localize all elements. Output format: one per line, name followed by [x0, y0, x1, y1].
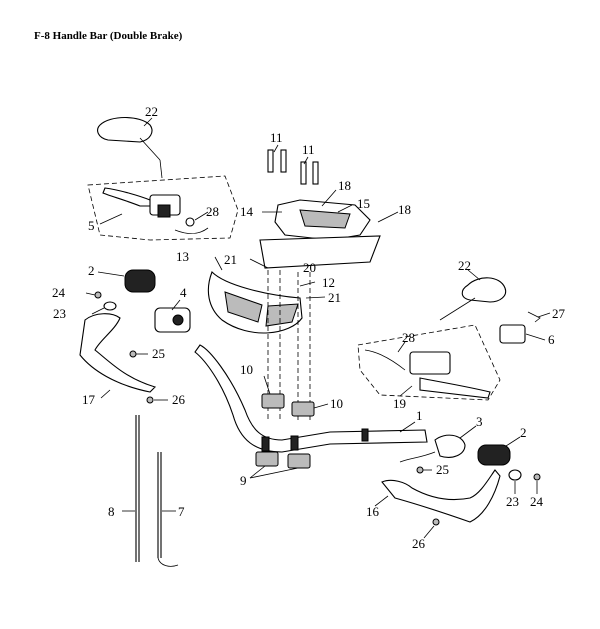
- callout-8: 8: [108, 504, 115, 519]
- callout-11-right: 11: [302, 142, 315, 157]
- callout-1: 1: [416, 408, 423, 423]
- callout-2-left: 2: [88, 263, 95, 278]
- right-switch-housing: [399, 434, 466, 474]
- callout-6: 6: [548, 332, 555, 347]
- callout-18-right: 18: [398, 202, 411, 217]
- callout-20: 20: [303, 260, 316, 275]
- left-mirror: [97, 116, 163, 179]
- callout-26-left: 26: [172, 392, 186, 407]
- leader-lines: [85, 117, 551, 539]
- callout-26-right: 26: [412, 536, 426, 551]
- callout-7: 7: [178, 504, 185, 519]
- callout-24-right: 24: [530, 494, 544, 509]
- cables: [135, 415, 179, 567]
- left-hand-guard: [79, 313, 157, 393]
- upper-cover: [259, 199, 381, 269]
- throttle-housing: [154, 307, 191, 333]
- callout-24-left: 24: [52, 285, 66, 300]
- callout-15: 15: [357, 196, 370, 211]
- right-hand-guard: [381, 469, 501, 526]
- riser-clamps: [255, 393, 315, 469]
- callout-10-right: 10: [330, 396, 343, 411]
- bolts: [267, 149, 319, 185]
- callout-21-bottom: 21: [328, 290, 341, 305]
- callout-12: 12: [322, 275, 335, 290]
- handle-bar: [194, 344, 428, 453]
- callout-4: 4: [180, 285, 187, 300]
- callout-18-top: 18: [338, 178, 351, 193]
- headlight-cover: [207, 271, 303, 334]
- callout-10-left: 10: [240, 362, 253, 377]
- diagram-title: F-8 Handle Bar (Double Brake): [34, 30, 183, 42]
- callout-28-left: 28: [206, 204, 219, 219]
- callout-22-right: 22: [458, 258, 471, 273]
- callout-16: 16: [366, 504, 380, 519]
- callout-21-top: 21: [224, 252, 237, 267]
- callout-labels: 22 11 11 18 18 15 14 28 5 13 21 20 12 21…: [52, 104, 566, 551]
- callout-2-right: 2: [520, 425, 527, 440]
- callout-17: 17: [82, 392, 96, 407]
- callout-22-left: 22: [145, 104, 158, 119]
- callout-25-left: 25: [152, 346, 165, 361]
- left-switch-assembly: [87, 175, 239, 241]
- callout-19: 19: [393, 396, 406, 411]
- right-brake-assembly: [357, 324, 501, 401]
- callout-23-left: 23: [53, 306, 66, 321]
- callout-23-right: 23: [506, 494, 519, 509]
- callout-3: 3: [476, 414, 483, 429]
- callout-11-left: 11: [270, 130, 283, 145]
- right-mirror: [439, 277, 507, 321]
- callout-14: 14: [240, 204, 254, 219]
- callout-28-right: 28: [402, 330, 415, 345]
- callout-9: 9: [240, 473, 247, 488]
- right-grip: [477, 444, 541, 481]
- callout-5: 5: [88, 218, 95, 233]
- callout-13: 13: [176, 249, 189, 264]
- left-grip: [124, 269, 156, 293]
- callout-27: 27: [552, 306, 566, 321]
- right-switch: [499, 311, 541, 344]
- callout-25-right: 25: [436, 462, 449, 477]
